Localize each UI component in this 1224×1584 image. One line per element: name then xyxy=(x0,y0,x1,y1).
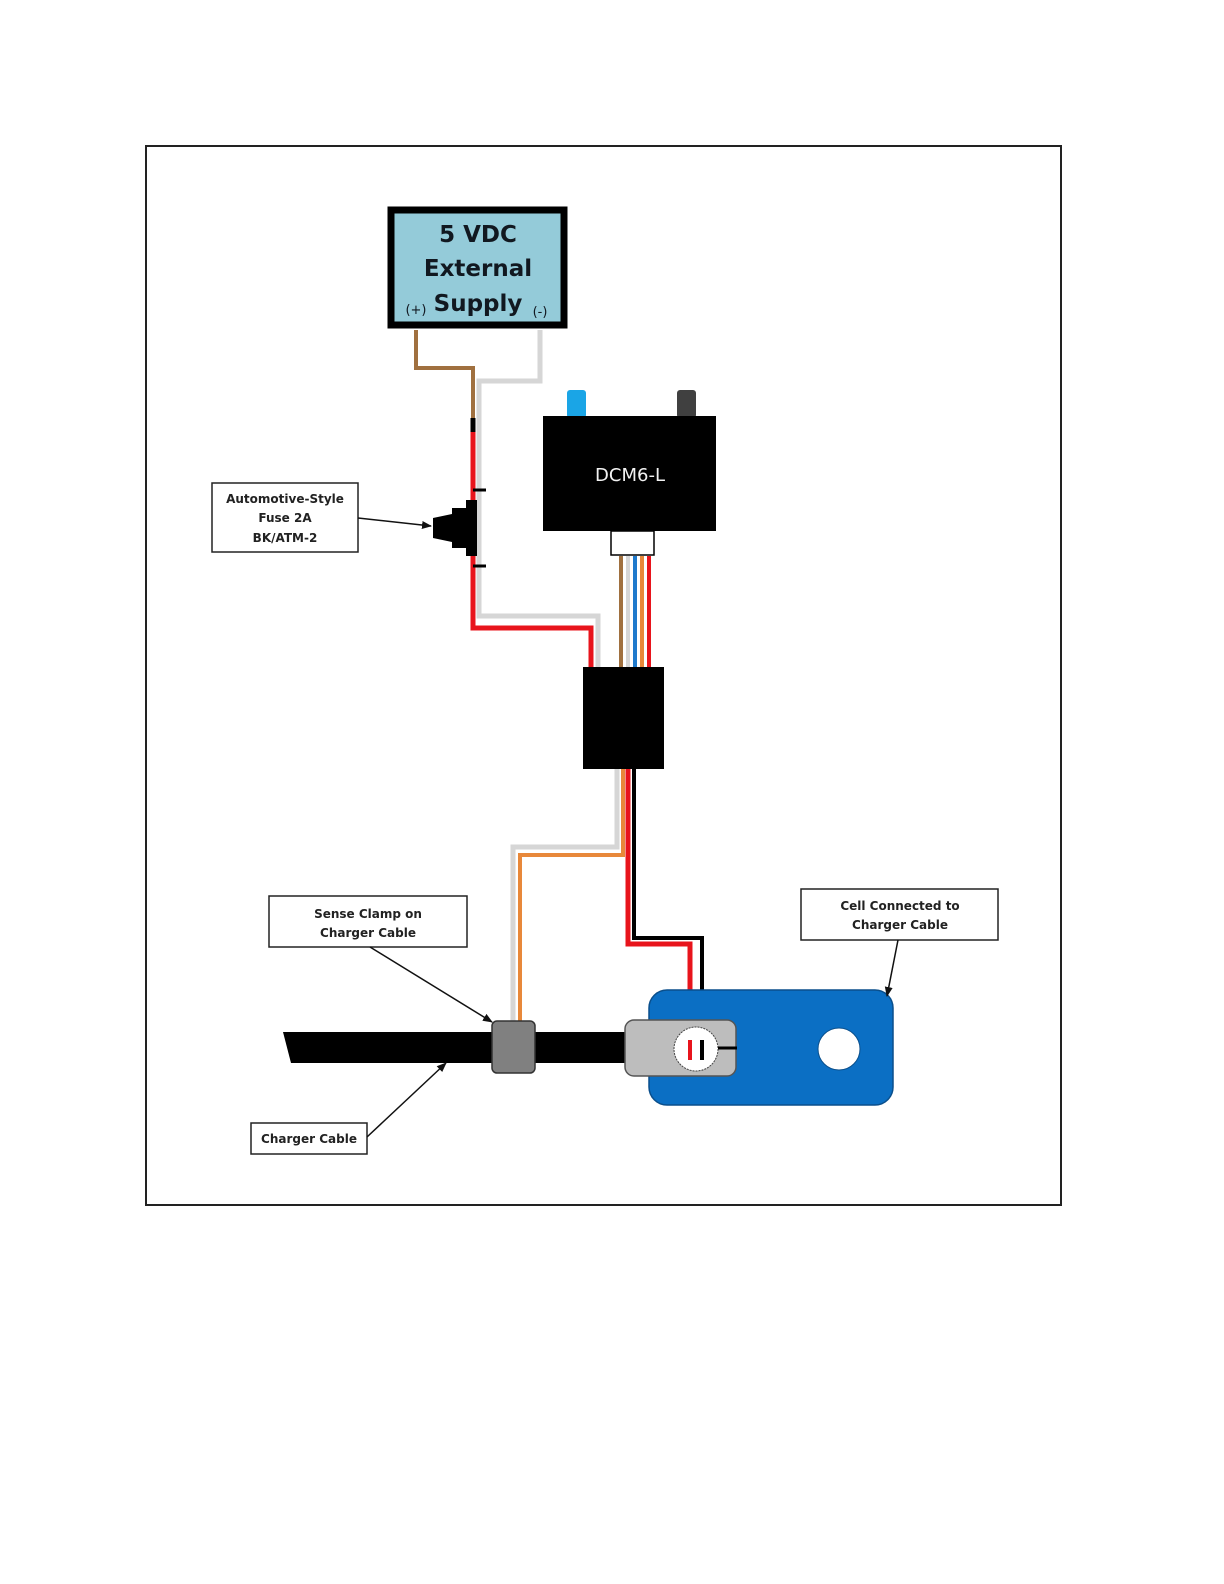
led-blue-icon xyxy=(567,390,586,418)
supply-label-line1: 5 VDC xyxy=(439,222,517,248)
controller-connector xyxy=(611,531,654,555)
junction-box xyxy=(583,667,664,769)
fuse-tip xyxy=(433,514,452,542)
supply-label-line3: Supply xyxy=(434,291,523,317)
charger-cable xyxy=(283,1032,640,1063)
supply-negative-terminal: (-) xyxy=(533,305,548,320)
callout-charger-cable-label: Charger Cable xyxy=(261,1132,357,1146)
callout-cell-line2: Charger Cable xyxy=(852,918,948,932)
controller-label: DCM6-L xyxy=(595,465,665,486)
callout-sense-clamp-line1: Sense Clamp on xyxy=(314,907,422,921)
sense-clamp xyxy=(492,1021,535,1073)
callout-cell-line1: Cell Connected to xyxy=(840,899,959,913)
led-dark-icon xyxy=(677,390,696,418)
callout-cell-box xyxy=(801,889,998,940)
battery-cell xyxy=(625,990,893,1105)
supply-positive-terminal: (+) xyxy=(405,303,426,318)
cell-terminal-hole xyxy=(818,1028,860,1070)
callout-fuse-line3: BK/ATM-2 xyxy=(253,531,318,545)
lug-hole xyxy=(674,1027,718,1071)
callout-fuse-line2: Fuse 2A xyxy=(258,511,312,525)
supply-label-line2: External xyxy=(424,256,532,282)
callout-sense-clamp-line2: Charger Cable xyxy=(320,926,416,940)
fuse-cap xyxy=(452,508,468,548)
external-supply: 5 VDC External Supply (+) (-) xyxy=(391,210,564,325)
callout-fuse-line1: Automotive-Style xyxy=(226,492,344,506)
